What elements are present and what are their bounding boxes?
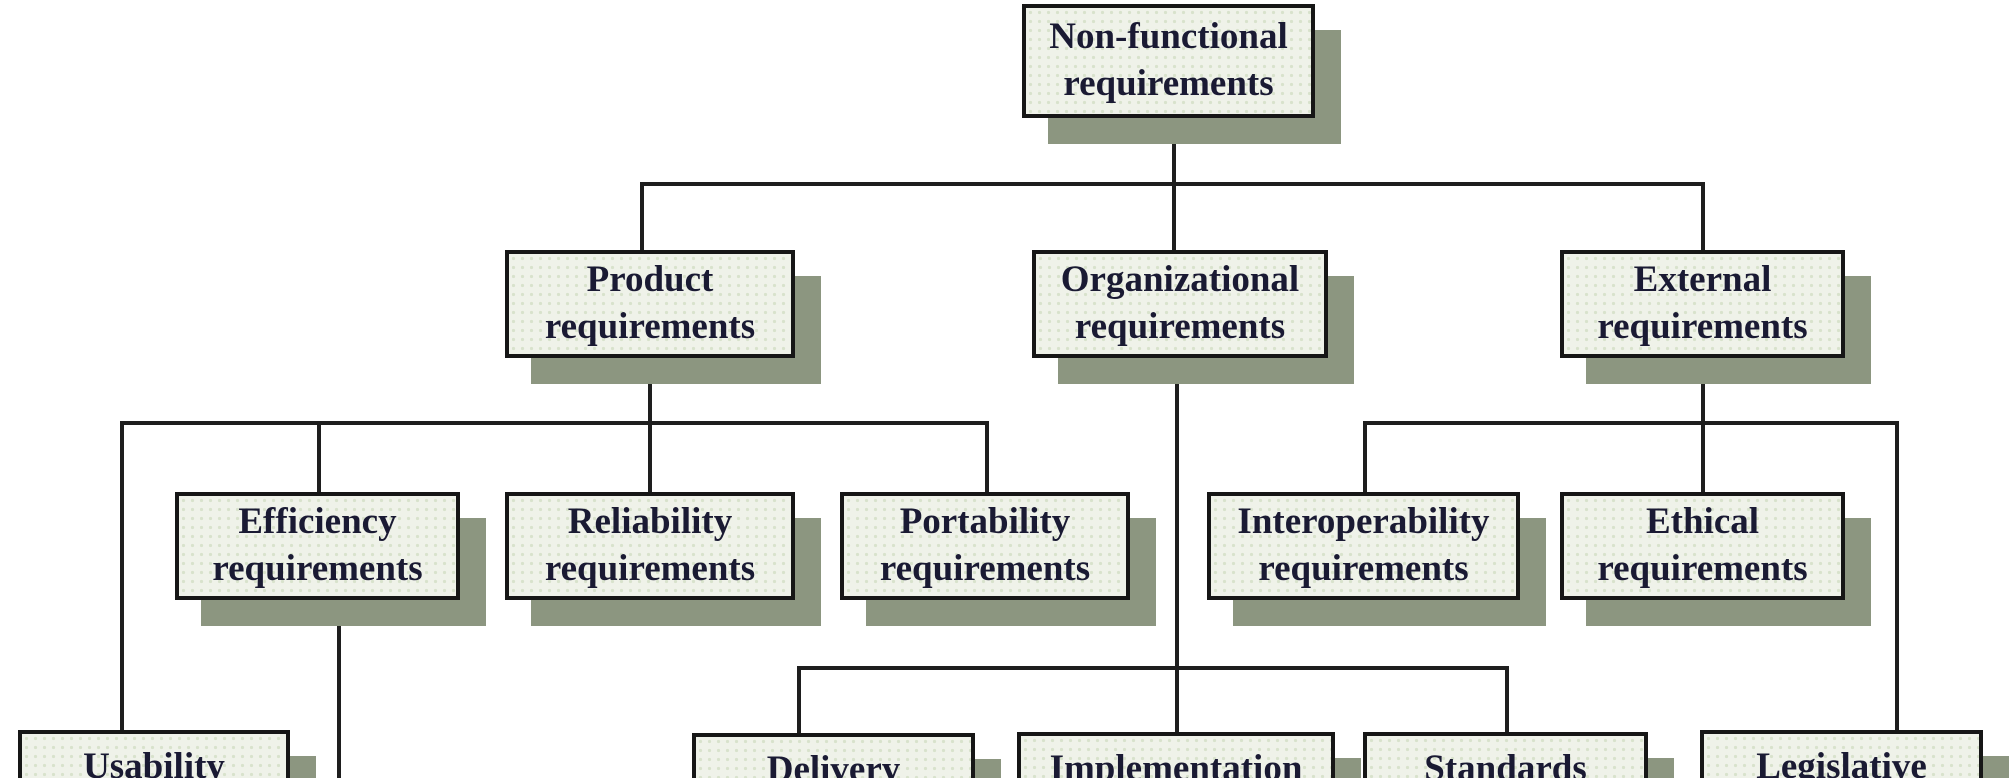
connector-line — [337, 600, 341, 778]
connector-line — [1175, 358, 1179, 732]
node-label: Portability requirements — [879, 501, 1091, 589]
connector-line — [1895, 421, 1899, 730]
node-label: Product requirements — [544, 259, 756, 347]
connector-line — [1363, 421, 1899, 425]
node-label: Non-functional requirements — [1049, 16, 1288, 104]
node-legislative: Legislative — [1700, 730, 1983, 778]
connector-line — [797, 666, 801, 733]
node-label: Standards — [1424, 748, 1587, 778]
node-label: Efficiency requirements — [212, 501, 423, 589]
connector-line — [1701, 182, 1705, 250]
connector-line — [120, 421, 989, 425]
node-label: Usability — [83, 746, 225, 778]
connector-line — [1505, 666, 1509, 732]
node-label: Interoperability requirements — [1237, 501, 1490, 589]
node-label: External requirements — [1597, 259, 1808, 347]
connector-line — [1172, 182, 1176, 250]
node-delivery: Delivery — [692, 733, 975, 778]
node-non-functional: Non-functional requirements — [1022, 4, 1315, 118]
node-label: Ethical requirements — [1597, 501, 1808, 589]
node-implementation: Implementation — [1017, 732, 1335, 778]
node-label: Implementation — [1049, 748, 1303, 778]
node-interoperability: Interoperability requirements — [1207, 492, 1520, 600]
node-usability: Usability — [18, 730, 290, 778]
connector-line — [648, 421, 652, 492]
node-portability: Portability requirements — [840, 492, 1130, 600]
node-product: Product requirements — [505, 250, 795, 358]
node-label: Delivery — [766, 749, 901, 778]
connector-line — [1363, 421, 1367, 492]
node-ethical: Ethical requirements — [1560, 492, 1845, 600]
connector-line — [120, 421, 124, 730]
connector-line — [797, 666, 1509, 670]
node-standards: Standards — [1363, 732, 1648, 778]
node-organizational: Organizational requirements — [1032, 250, 1328, 358]
connector-line — [1701, 358, 1705, 492]
node-efficiency: Efficiency requirements — [175, 492, 460, 600]
node-label: Reliability requirements — [544, 501, 756, 589]
node-external: External requirements — [1560, 250, 1845, 358]
connector-line — [1172, 118, 1176, 186]
node-label: Organizational requirements — [1060, 259, 1300, 347]
connector-line — [317, 421, 321, 492]
node-label: Legislative — [1756, 746, 1927, 778]
connector-line — [648, 358, 652, 421]
connector-line — [985, 421, 989, 492]
node-reliability: Reliability requirements — [505, 492, 795, 600]
connector-line — [640, 182, 644, 250]
